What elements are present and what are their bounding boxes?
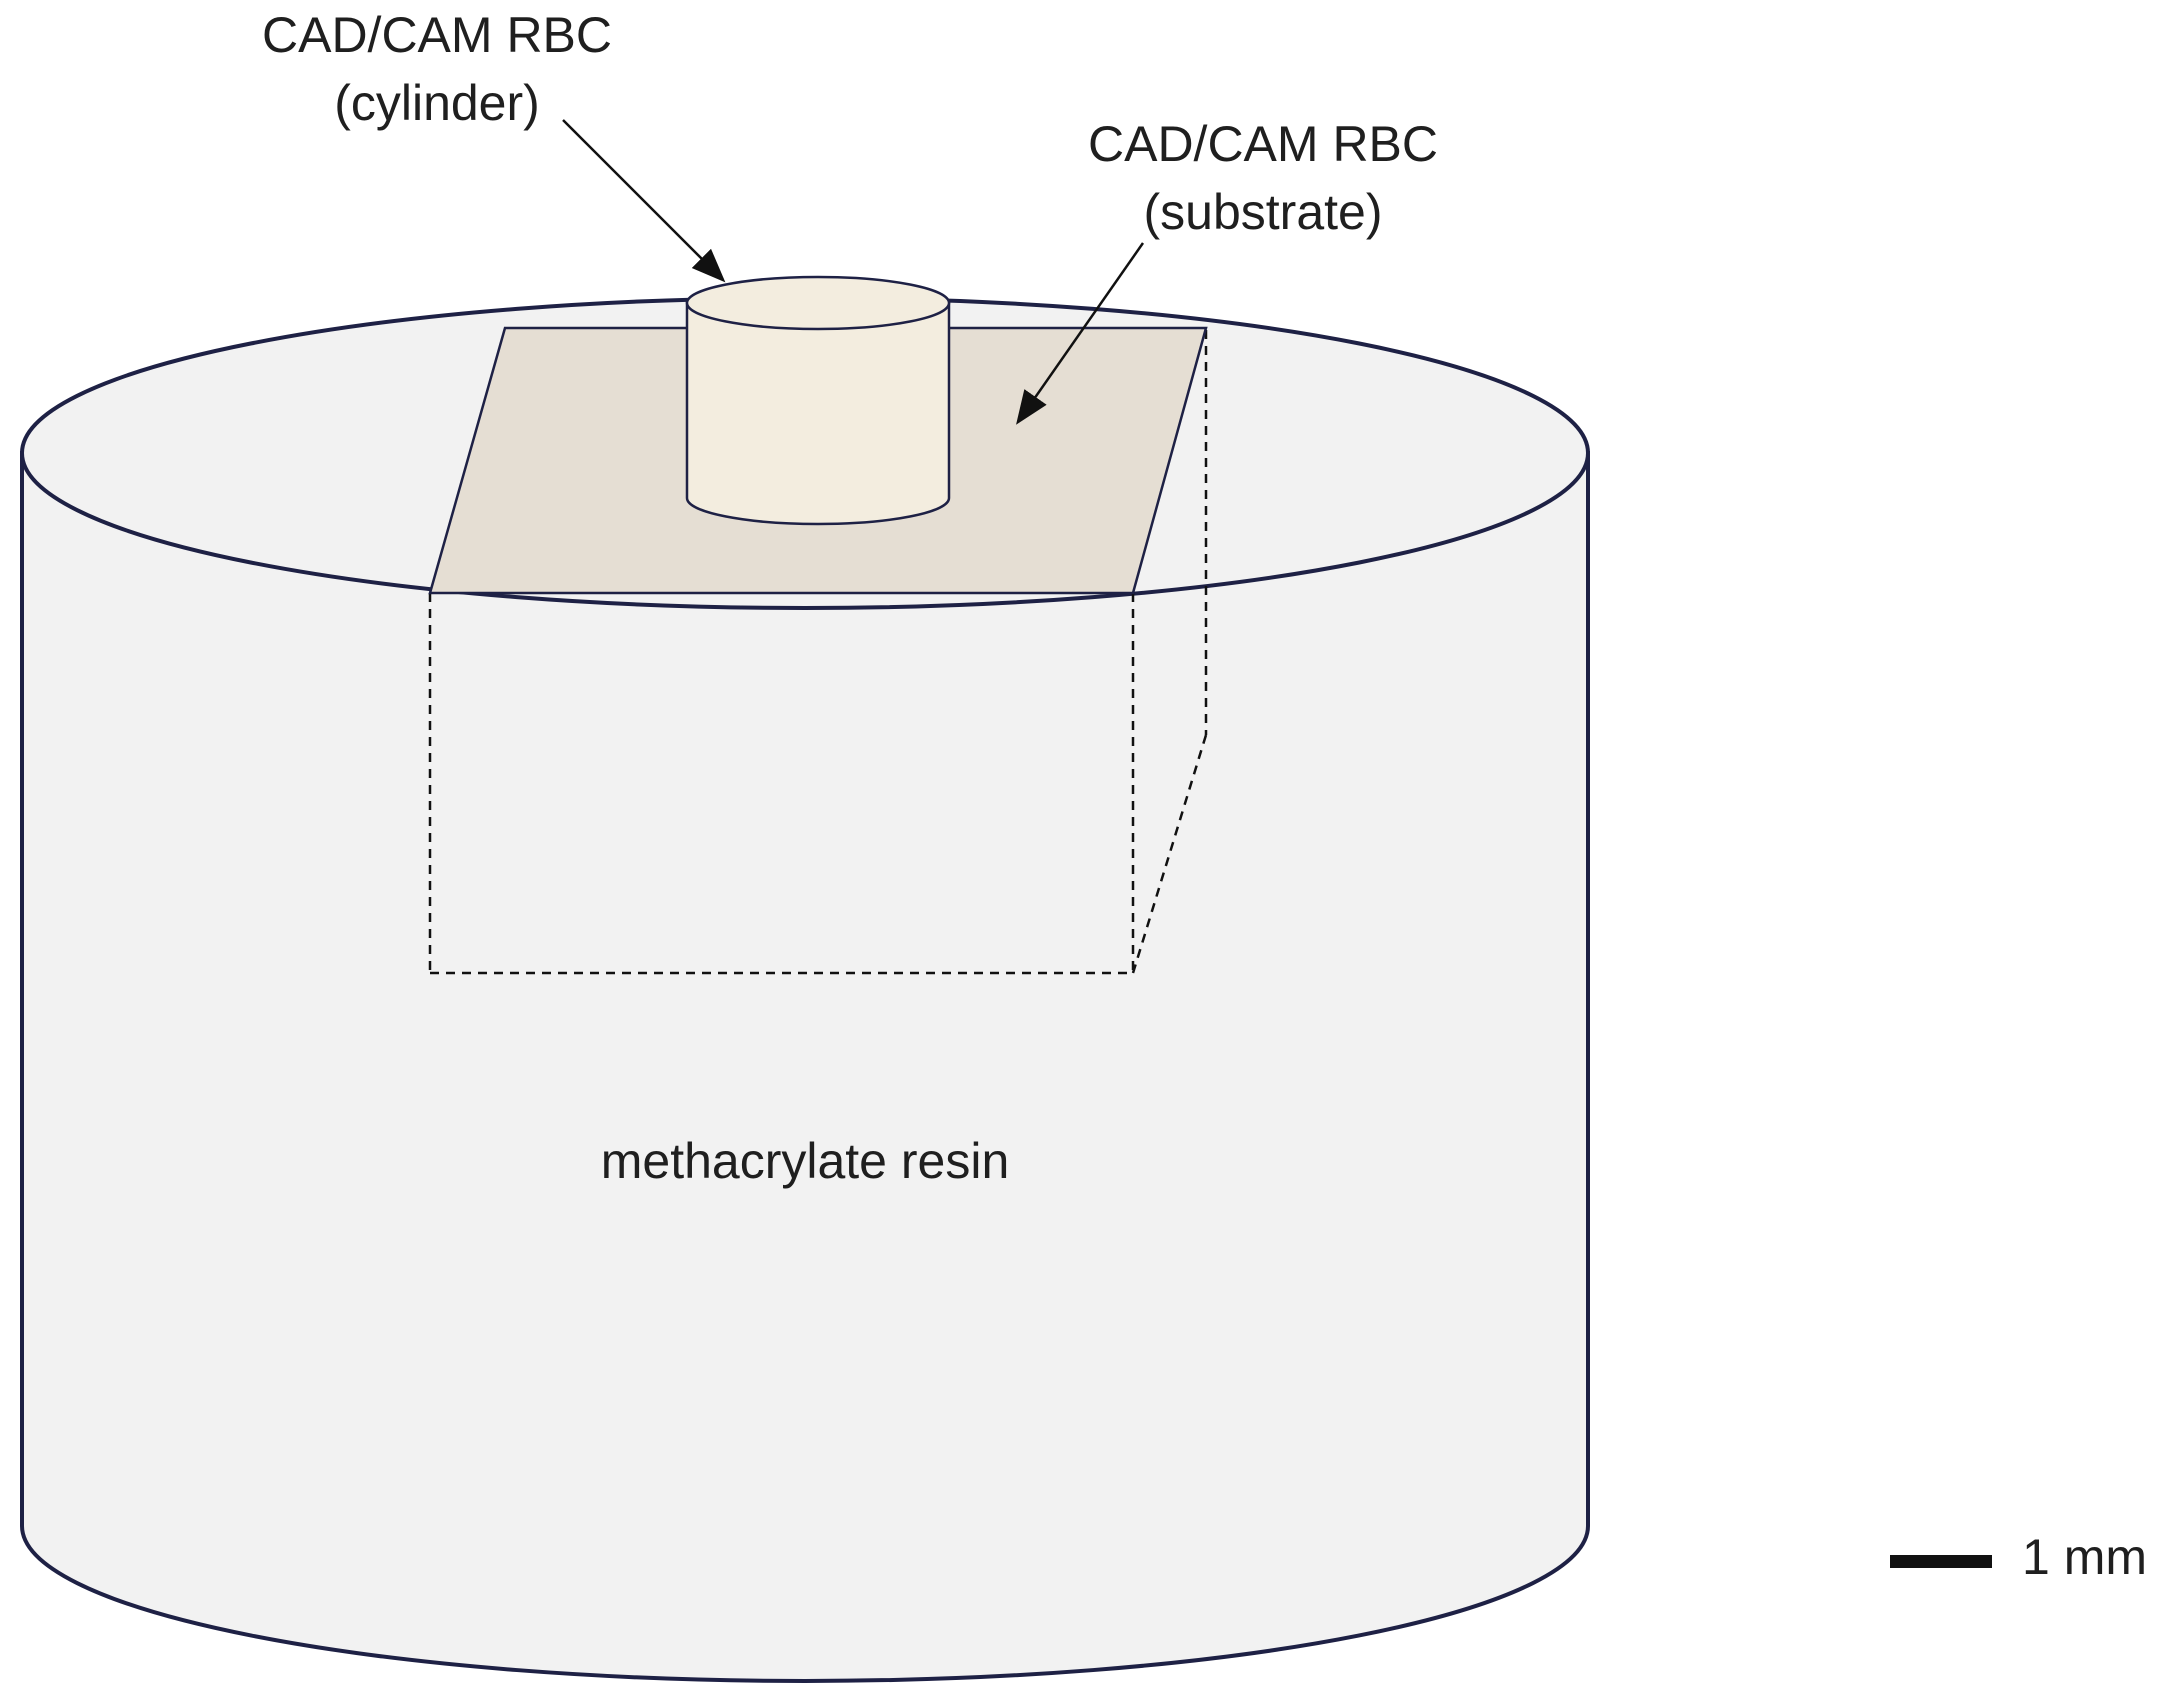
rbc-cylinder	[685, 275, 951, 526]
scale-bar-label: 1 mm	[2022, 1529, 2147, 1585]
cylinder-label-line1: CAD/CAM RBC	[262, 7, 612, 63]
resin-label: methacrylate resin	[601, 1133, 1010, 1189]
rbc-cylinder-body	[685, 301, 951, 526]
rbc-cylinder-top	[685, 275, 951, 331]
resin-body	[20, 451, 1590, 1683]
cylinder-arrow	[562, 119, 726, 283]
scale-bar	[1890, 1555, 1992, 1568]
cylinder-label-line2: (cylinder)	[334, 75, 540, 131]
substrate-label-line1: CAD/CAM RBC	[1088, 116, 1438, 172]
substrate-label-line2: (substrate)	[1144, 184, 1383, 240]
substrate-arrow	[1016, 242, 1145, 425]
embedded-substrate-outline	[428, 330, 1208, 975]
